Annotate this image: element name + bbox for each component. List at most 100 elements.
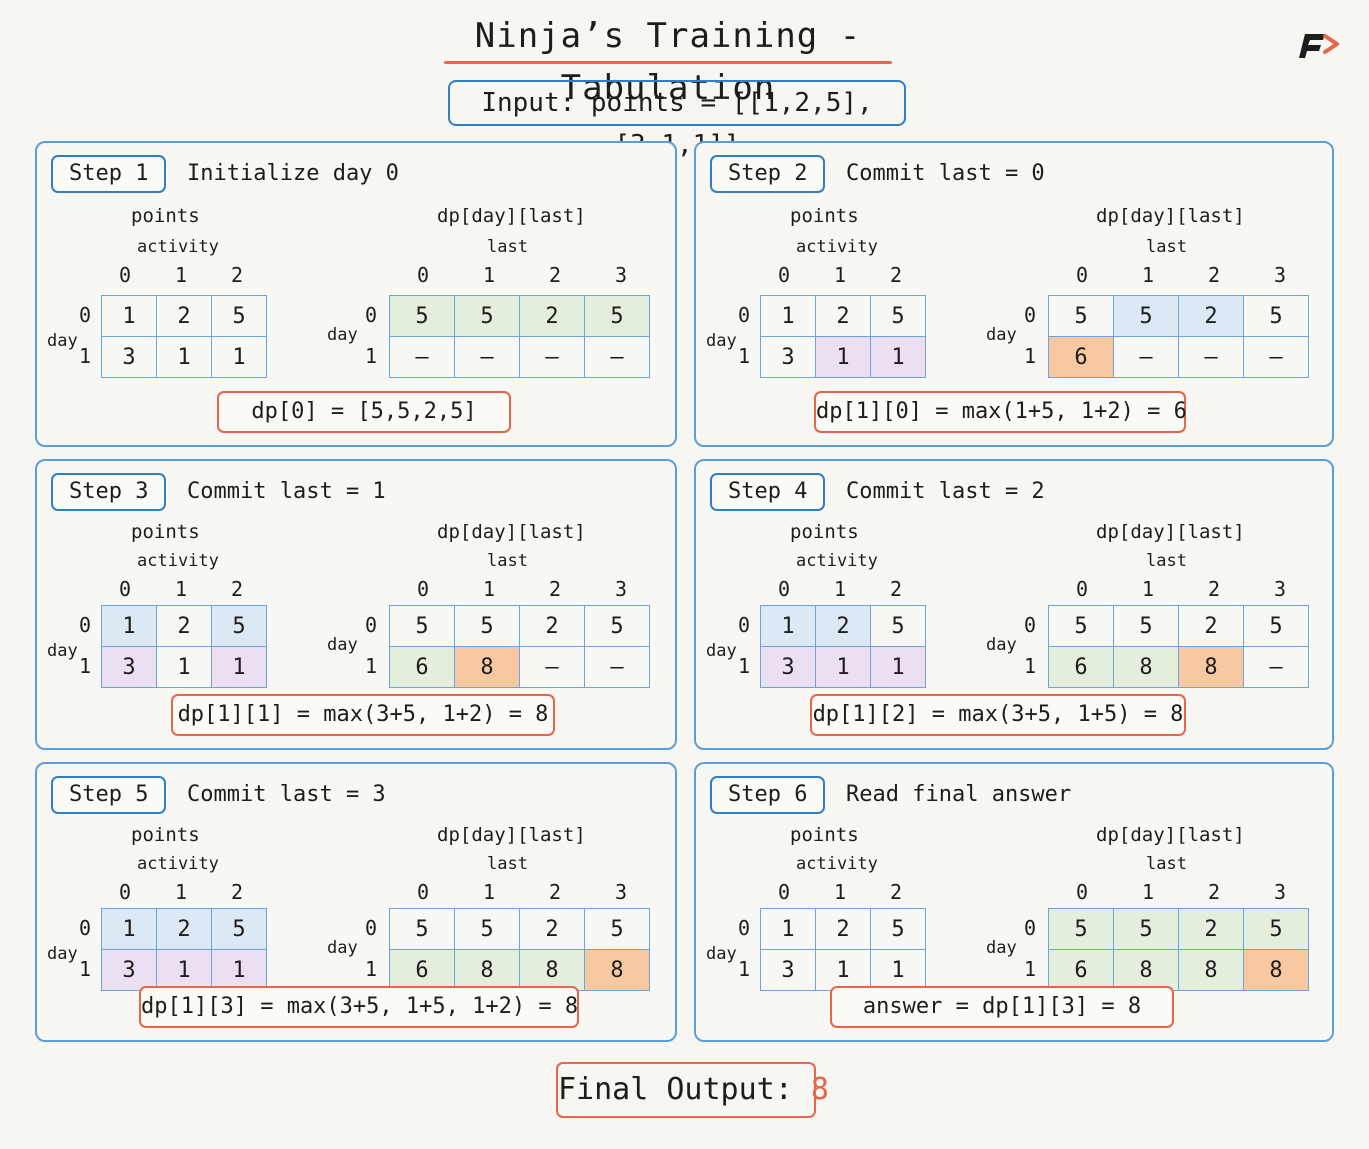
dp-row-header: 0: [1024, 613, 1037, 637]
dp-cell: 5: [1113, 295, 1179, 337]
activity-label: activity: [796, 237, 878, 257]
points-col-header: 2: [890, 880, 903, 904]
step-badge: Step 6: [710, 776, 826, 814]
dp-cell: 8: [454, 646, 520, 688]
day-label: day: [47, 944, 78, 964]
final-output-value: 8: [810, 1072, 829, 1107]
last-label: last: [1146, 854, 1187, 874]
points-col-header: 1: [175, 880, 188, 904]
dp-col-header: 2: [1208, 263, 1221, 287]
dp-col-header: 1: [483, 263, 496, 287]
dp-col-header: 2: [549, 880, 562, 904]
dp-cell: –: [1178, 336, 1244, 378]
points-row-header: 0: [79, 916, 92, 940]
dp-col-header: 3: [1274, 880, 1287, 904]
formula-box: dp[0] = [5,5,2,5]: [217, 391, 511, 433]
dp-cell: 5: [1243, 908, 1309, 950]
dp-cell: 8: [454, 949, 520, 991]
dp-cell: –: [454, 336, 520, 378]
dp-cell: 8: [1113, 646, 1179, 688]
dp-cell: 5: [454, 908, 520, 950]
dp-cell: 5: [584, 295, 650, 337]
day-label: day: [706, 944, 737, 964]
points-row-header: 0: [738, 916, 751, 940]
step-badge: Step 4: [710, 473, 826, 511]
activity-label: activity: [137, 551, 219, 571]
dp-col-header: 0: [1076, 263, 1089, 287]
day-label: day: [706, 641, 737, 661]
dp-cell: 5: [1048, 908, 1114, 950]
dp-col-header: 2: [1208, 577, 1221, 601]
day-label: day: [327, 325, 358, 345]
last-label: last: [1146, 237, 1187, 257]
day-label: day: [986, 635, 1017, 655]
activity-label: activity: [796, 551, 878, 571]
day-label: day: [986, 325, 1017, 345]
points-cell: 3: [760, 646, 816, 688]
dp-cell: 5: [1113, 908, 1179, 950]
dp-row-header: 1: [365, 957, 378, 981]
points-label: points: [790, 205, 859, 227]
dp-cell: –: [1243, 646, 1309, 688]
activity-label: activity: [796, 854, 878, 874]
dp-cell: 5: [584, 605, 650, 647]
points-cell: 2: [156, 605, 212, 647]
step-description: Commit last = 0: [846, 161, 1045, 186]
dp-col-header: 0: [1076, 880, 1089, 904]
dp-row-header: 0: [1024, 303, 1037, 327]
points-row-header: 0: [738, 613, 751, 637]
points-cell: 1: [815, 646, 871, 688]
points-cell: 2: [156, 908, 212, 950]
dp-col-header: 3: [1274, 577, 1287, 601]
points-col-header: 2: [231, 880, 244, 904]
points-cell: 3: [101, 646, 157, 688]
table-row: ––––: [389, 336, 650, 378]
last-label: last: [487, 551, 528, 571]
points-col-header: 2: [890, 577, 903, 601]
points-col-header: 1: [175, 577, 188, 601]
points-cell: 5: [870, 295, 926, 337]
points-row-header: 1: [738, 344, 751, 368]
points-cell: 1: [101, 908, 157, 950]
dp-cell: 8: [1243, 949, 1309, 991]
dp-cell: 5: [584, 908, 650, 950]
points-cell: 1: [760, 295, 816, 337]
dp-col-header: 0: [417, 880, 430, 904]
last-label: last: [487, 237, 528, 257]
dp-label: dp[day][last]: [1096, 205, 1245, 227]
input-box: Input: points = [[1,2,5],[3,1,1]]: [448, 80, 906, 160]
dp-cell: 8: [1178, 646, 1244, 688]
points-label: points: [131, 521, 200, 543]
points-cell: 1: [815, 336, 871, 378]
day-label: day: [986, 938, 1017, 958]
points-cell: 1: [760, 908, 816, 950]
dp-col-header: 1: [483, 577, 496, 601]
dp-cell: –: [1113, 336, 1179, 378]
dp-col-header: 3: [615, 577, 628, 601]
day-label: day: [706, 331, 737, 351]
dp-label: dp[day][last]: [1096, 521, 1245, 543]
dp-cell: 5: [1243, 605, 1309, 647]
points-col-header: 1: [834, 263, 847, 287]
dp-label: dp[day][last]: [437, 205, 586, 227]
dp-cell: 2: [1178, 605, 1244, 647]
dp-col-header: 1: [483, 880, 496, 904]
dp-col-header: 3: [1274, 263, 1287, 287]
dp-cell: –: [584, 336, 650, 378]
table-row: 6–––: [1048, 336, 1309, 378]
day-label: day: [327, 635, 358, 655]
points-cell: 1: [156, 646, 212, 688]
